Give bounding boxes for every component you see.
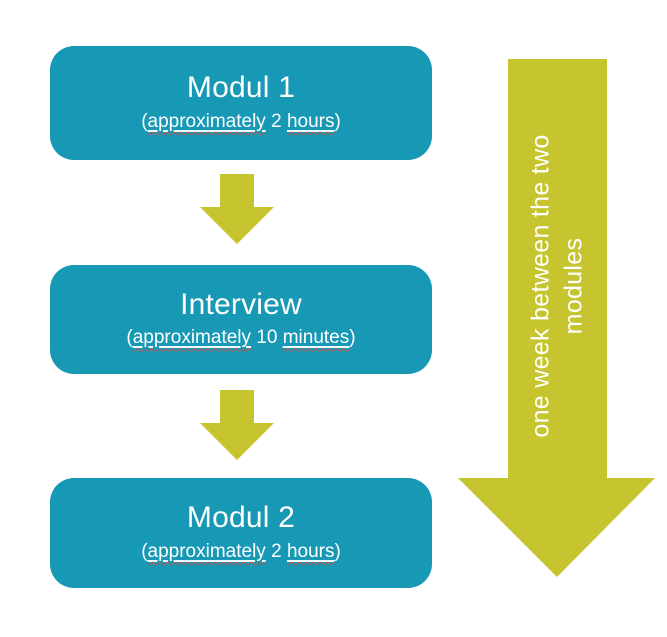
module-1-subtitle: (approximately 2 hours) — [141, 110, 341, 135]
module-2-box: Modul 2 (approximately 2 hours) — [50, 478, 432, 588]
module-2-subtitle: (approximately 2 hours) — [141, 540, 341, 565]
underlined-word: hours — [286, 540, 335, 562]
subtitle-close-paren: ) — [349, 327, 356, 349]
underlined-word: approximately — [132, 327, 252, 349]
module-1-box: Modul 1 (approximately 2 hours) — [50, 46, 432, 160]
timeline-arrow-label: one week between the two modules — [526, 134, 588, 438]
subtitle-open-paren: ( — [126, 327, 133, 349]
subtitle-open-paren: ( — [141, 110, 148, 132]
interview-subtitle: (approximately 10 minutes) — [126, 326, 355, 351]
module-2-title: Modul 2 — [186, 501, 296, 535]
down-arrow-icon — [200, 174, 274, 244]
subtitle-close-paren: ) — [334, 540, 341, 562]
underlined-word: minutes — [282, 327, 350, 349]
subtitle-number: 2 — [265, 540, 287, 562]
underlined-word: hours — [286, 110, 335, 132]
subtitle-number: 10 — [251, 327, 283, 349]
timeline-down-arrow-icon — [458, 59, 655, 577]
subtitle-number: 2 — [265, 110, 287, 132]
underlined-word: approximately — [147, 540, 266, 562]
interview-title: Interview — [180, 287, 302, 321]
underlined-word: approximately — [147, 110, 266, 132]
interview-box: Interview (approximately 10 minutes) — [50, 265, 432, 374]
module-1-title: Modul 1 — [186, 71, 296, 105]
subtitle-close-paren: ) — [334, 110, 341, 132]
subtitle-open-paren: ( — [141, 540, 148, 562]
down-arrow-icon — [200, 390, 274, 460]
